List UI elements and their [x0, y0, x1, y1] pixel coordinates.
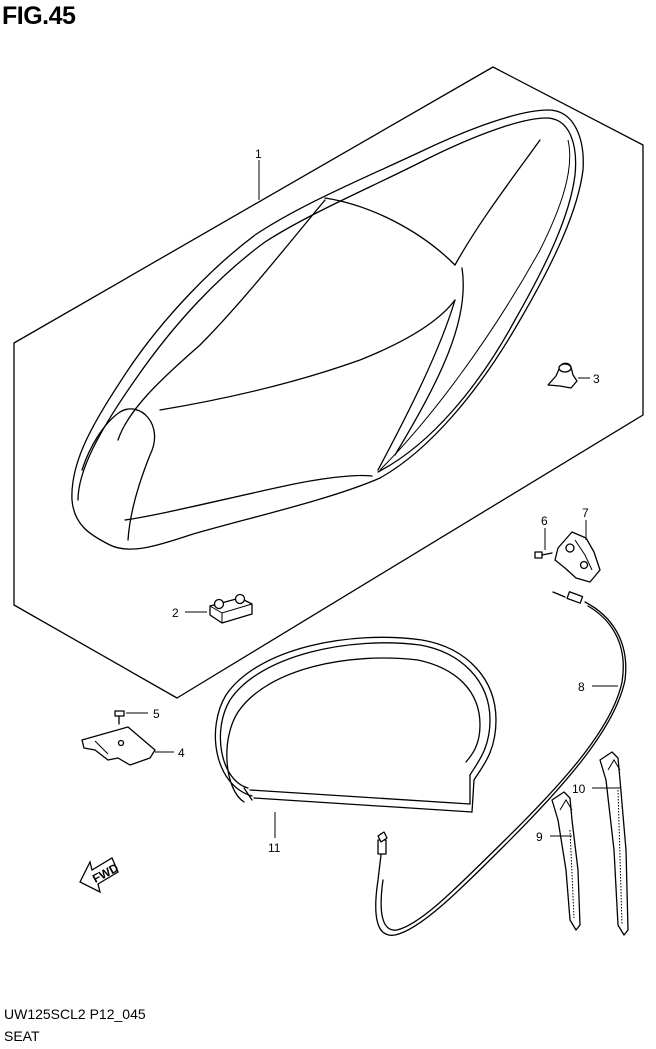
callout-10: 10	[572, 782, 586, 796]
seat-cushion-icon[interactable]	[547, 362, 578, 389]
seat-icon[interactable]	[71, 109, 584, 550]
callout-3: 3	[593, 372, 600, 386]
seat-lock-icon[interactable]	[554, 531, 601, 583]
callout-1: 1	[255, 147, 262, 161]
callout-4: 4	[178, 746, 185, 760]
seat-cushion-icon[interactable]	[209, 593, 253, 624]
diagram-code: UW125SCL2 P12_045	[4, 1006, 146, 1022]
section-name: SEAT	[4, 1028, 40, 1044]
bolt-icon[interactable]	[534, 551, 553, 559]
bracket-icon[interactable]	[81, 726, 156, 766]
callout-11: 11	[268, 841, 281, 855]
screw-icon[interactable]	[114, 710, 125, 725]
callout-2: 2	[172, 606, 179, 620]
callout-8: 8	[578, 680, 585, 694]
assembly-frame	[13, 66, 644, 699]
figure-title: FIG.45	[2, 2, 76, 30]
cable-icon[interactable]	[375, 591, 627, 936]
clamp-icon[interactable]	[551, 791, 581, 931]
callout-7: 6	[541, 514, 548, 528]
fwd-label: FWD	[90, 860, 121, 885]
seal-ring-icon[interactable]	[214, 636, 497, 813]
clamp-icon[interactable]	[599, 751, 629, 936]
callout-9: 9	[536, 830, 543, 844]
callout-5: 5	[153, 707, 160, 721]
callout-6: 7	[582, 506, 589, 520]
fwd-arrow-icon: FWD	[79, 857, 121, 894]
